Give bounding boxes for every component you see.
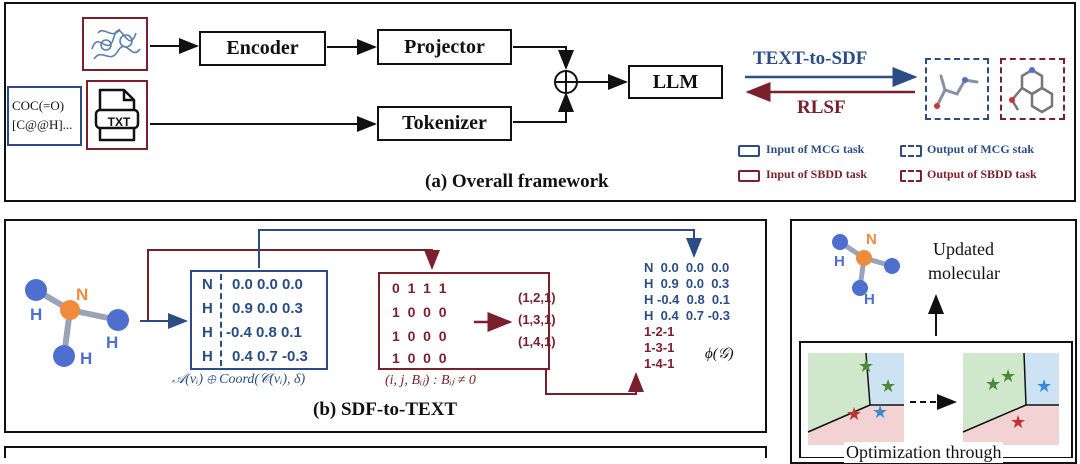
svg-text:N: N bbox=[866, 231, 877, 248]
legend-output-mcg-swatch bbox=[900, 145, 922, 157]
legend-input-sbdd: Input of SBDD task bbox=[766, 167, 868, 181]
adjacency-row-1: 0 1 1 1 bbox=[392, 280, 447, 296]
output-line-6: 1-3-1 bbox=[644, 340, 675, 355]
adjacency-row-4: 1 0 0 0 bbox=[392, 350, 447, 366]
bond-formula: (i, j, Bᵢⱼ) : Bᵢⱼ ≠ 0 bbox=[385, 373, 476, 388]
adjacency-box bbox=[378, 272, 550, 370]
smiles-line-1: COC(=O) bbox=[12, 98, 65, 113]
legend-output-mcg: Output of MCG stak bbox=[927, 142, 1035, 156]
tokenizer-box: Tokenizer bbox=[377, 106, 512, 141]
rlsf-label: RLSF bbox=[797, 97, 846, 118]
svg-text:★: ★ bbox=[1036, 376, 1052, 397]
sbdd-output-molecule bbox=[1000, 58, 1065, 120]
svg-text:★: ★ bbox=[872, 402, 888, 423]
svg-text:★: ★ bbox=[985, 374, 1001, 395]
phi-graph-label: ϕ(𝒢) bbox=[705, 346, 734, 362]
svg-text:★: ★ bbox=[880, 376, 896, 397]
output-line-4: H 0.4 0.7 -0.3 bbox=[644, 308, 730, 323]
output-line-1: N 0.0 0.0 0.0 bbox=[644, 260, 730, 275]
adjacency-row-2: 1 0 0 0 bbox=[392, 304, 447, 320]
svg-text:★: ★ bbox=[1010, 412, 1026, 433]
legend-input-mcg-swatch bbox=[738, 145, 760, 157]
bond-tuple-3: (1,4,1) bbox=[518, 334, 556, 349]
atom-coordinate-box bbox=[190, 270, 328, 370]
svg-text:H: H bbox=[80, 349, 92, 368]
svg-text:H: H bbox=[30, 305, 42, 324]
protein-structure-image bbox=[82, 17, 148, 71]
svg-text:★: ★ bbox=[858, 356, 874, 377]
svg-text:H: H bbox=[834, 253, 845, 270]
atom-label-1: N bbox=[202, 276, 213, 293]
updated-molecular-line-2: molecular bbox=[928, 263, 1000, 283]
txt-file-box: TXT bbox=[86, 80, 148, 150]
svg-text:N: N bbox=[76, 285, 88, 304]
atom-label-2: H bbox=[202, 300, 213, 317]
svg-text:H: H bbox=[106, 333, 118, 352]
atom-label-3: H bbox=[202, 324, 213, 341]
txt-file-label: TXT bbox=[107, 115, 131, 129]
atom-label-4: H bbox=[202, 348, 213, 365]
panel-overall-framework bbox=[4, 2, 1076, 202]
output-line-2: H 0.9 0.0 0.3 bbox=[644, 276, 730, 291]
panel-sdf-to-text bbox=[4, 219, 767, 433]
output-line-7: 1-4-1 bbox=[644, 356, 675, 371]
updated-molecular-line-1: Updated bbox=[933, 239, 994, 259]
coord-row-1: 0.0 0.0 0.0 bbox=[232, 276, 303, 293]
updated-molecule-icon: N H H bbox=[832, 231, 900, 308]
mcg-output-molecule bbox=[925, 58, 989, 120]
atom-coordinate-divider bbox=[220, 274, 222, 366]
coord-row-3: -0.4 0.8 0.1 bbox=[226, 324, 302, 341]
output-line-5: 1-2-1 bbox=[644, 324, 675, 339]
svg-text:H: H bbox=[864, 291, 875, 308]
legend-input-mcg: Input of MCG task bbox=[766, 142, 865, 156]
ammonia-molecule-icon: N H H H bbox=[25, 279, 129, 368]
text-to-sdf-label: TEXT-to-SDF bbox=[753, 48, 868, 69]
svg-text:★: ★ bbox=[846, 404, 862, 425]
coord-row-4: 0.4 0.7 -0.3 bbox=[232, 348, 308, 365]
optimization-label: Optimization through bbox=[844, 442, 1004, 463]
panel-a-caption: (a) Overall framework bbox=[425, 171, 609, 192]
legend-output-sbdd-swatch bbox=[900, 170, 922, 182]
txt-file-icon bbox=[94, 88, 140, 142]
bond-tuple-2: (1,3,1) bbox=[518, 312, 556, 327]
coord-row-2: 0.9 0.0 0.3 bbox=[232, 300, 303, 317]
panel-b-caption: (b) SDF-to-TEXT bbox=[313, 399, 458, 420]
legend-input-sbdd-swatch bbox=[738, 170, 760, 182]
panel-c-top-frame bbox=[4, 446, 767, 458]
svg-text:★: ★ bbox=[1000, 366, 1016, 387]
legend-output-sbdd: Output of SBDD task bbox=[927, 167, 1037, 181]
smiles-line-2: [C@@H]... bbox=[12, 117, 73, 132]
adjacency-row-3: 1 0 0 0 bbox=[392, 328, 447, 344]
bond-tuple-1: (1,2,1) bbox=[518, 290, 556, 305]
output-line-3: H -0.4 0.8 0.1 bbox=[644, 292, 730, 307]
atom-coord-formula: 𝒜(vᵢ) ⊕ Coord(𝒞(vᵢ), δ) bbox=[172, 372, 306, 387]
encoder-box: Encoder bbox=[199, 31, 326, 66]
projector-box: Projector bbox=[377, 29, 512, 65]
llm-box: LLM bbox=[628, 65, 723, 99]
smiles-input-box: COC(=O) [C@@H]... bbox=[7, 86, 82, 146]
